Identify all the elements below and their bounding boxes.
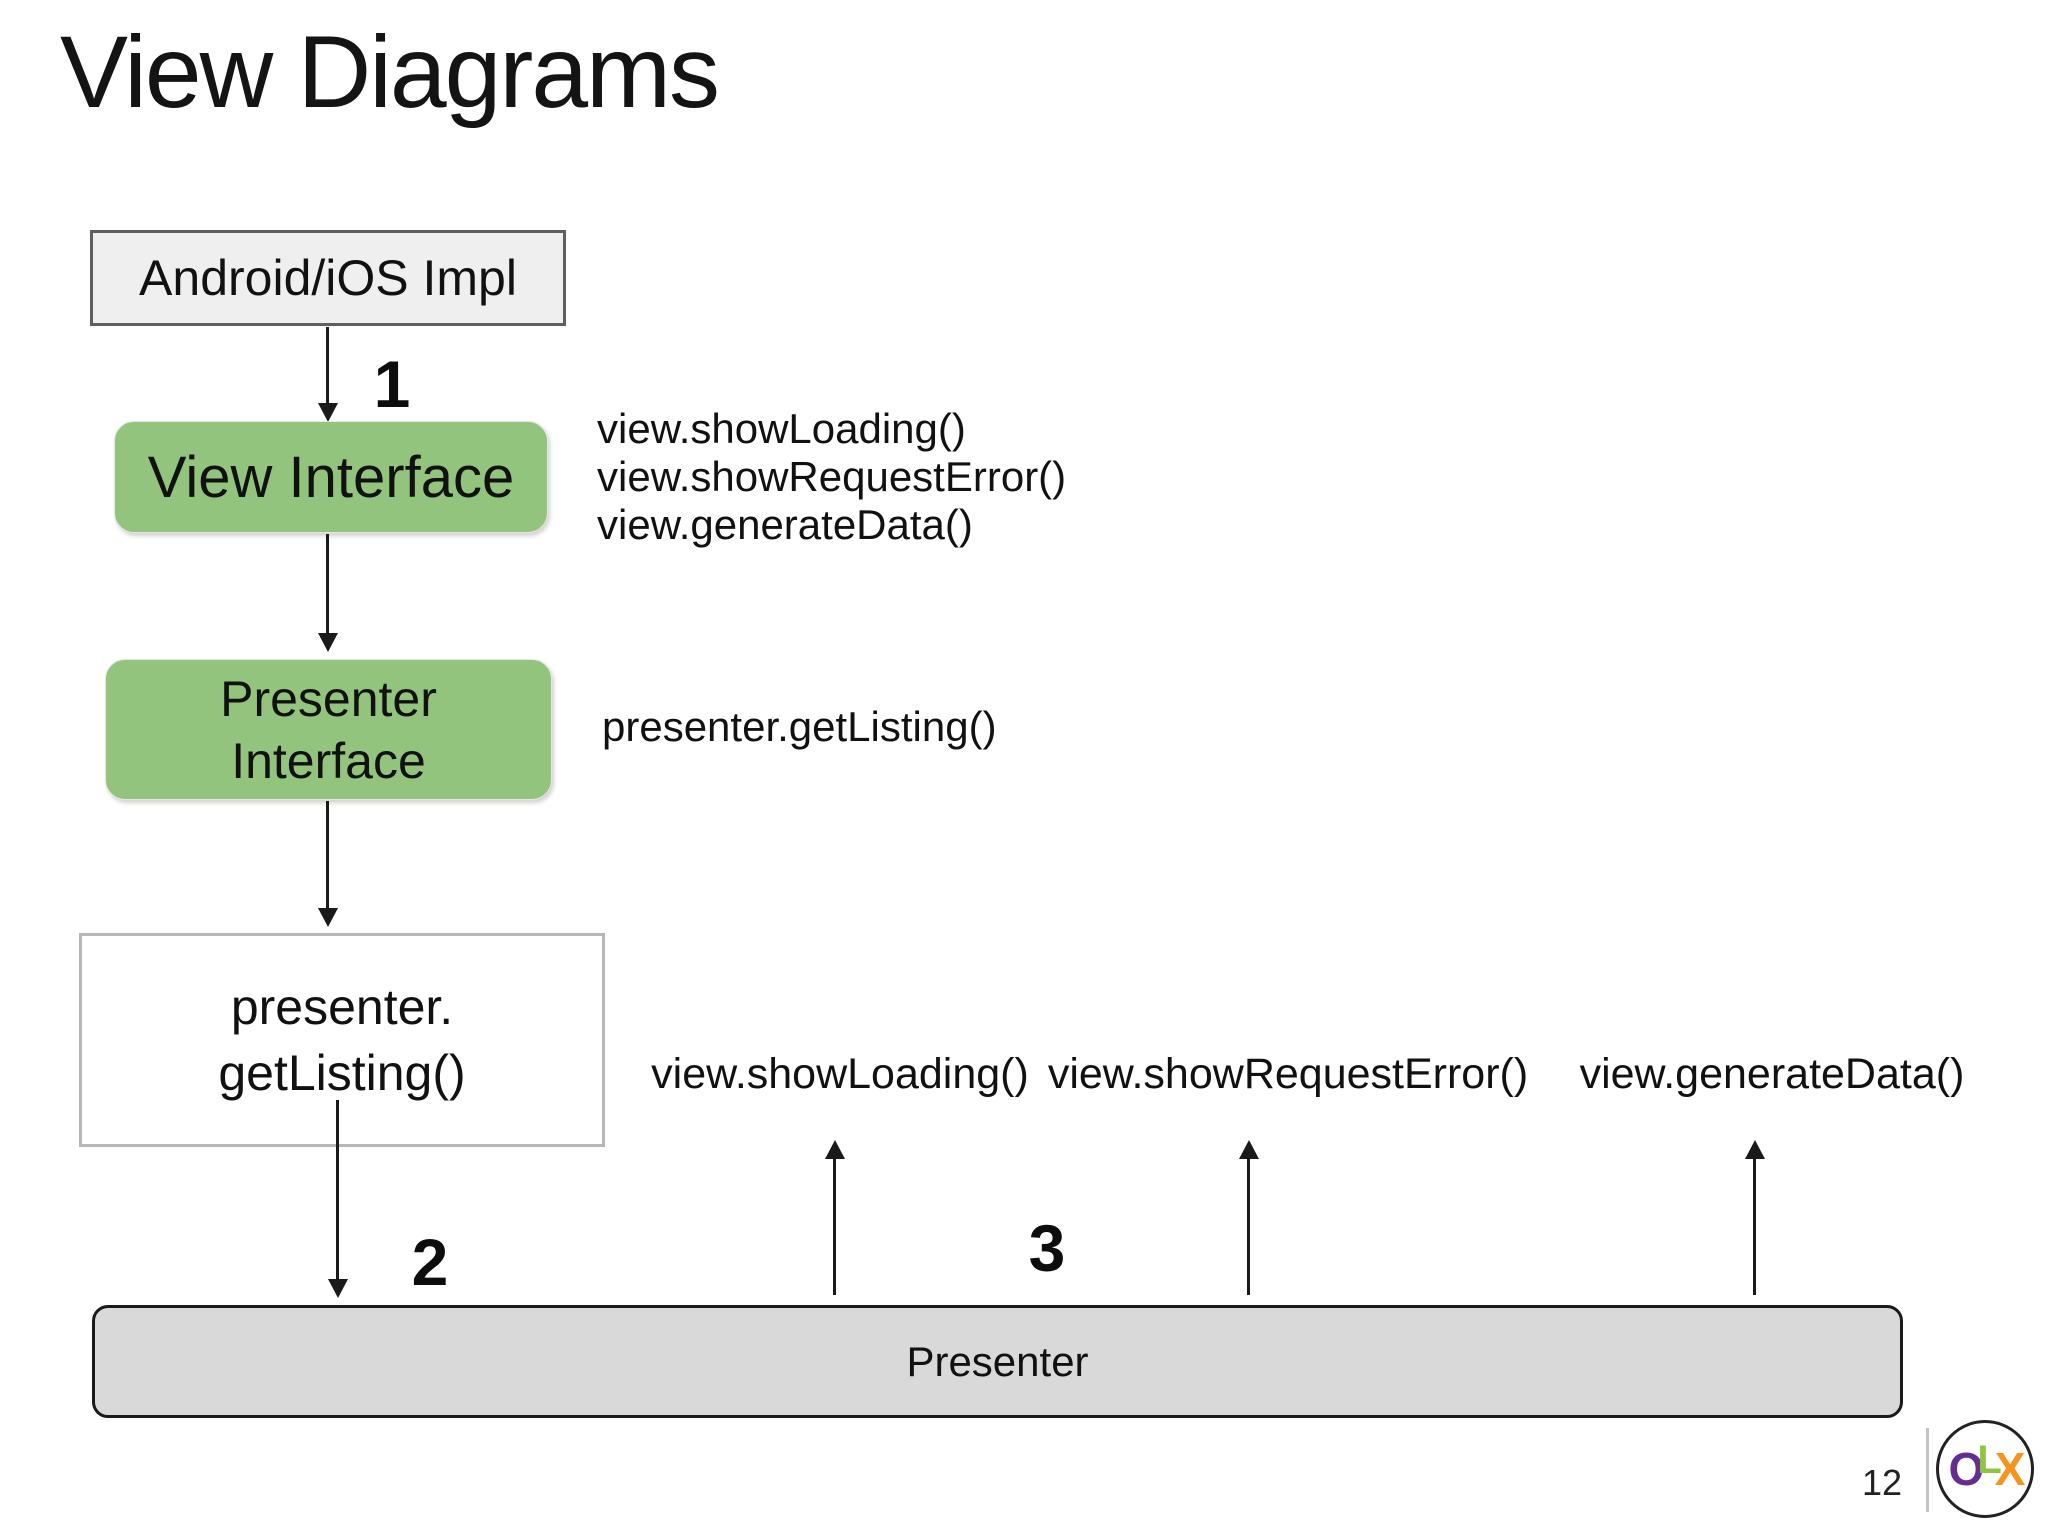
- arrow-presenter-to-getlisting-head: [318, 908, 338, 927]
- page-title: View Diagrams: [60, 15, 720, 129]
- node-presenter-interface: Presenter Interface: [105, 659, 552, 800]
- arrow-bar-to-generate-data-head: [1745, 1140, 1765, 1159]
- footer-divider: [1926, 1428, 1929, 1512]
- view-methods-annotation: view.showLoading() view.showRequestError…: [597, 405, 1066, 549]
- callback-show-request-error-label: view.showRequestError(): [1047, 1050, 1529, 1098]
- step-3-label: 3: [1028, 1211, 1066, 1285]
- node-get-listing-line1: presenter.: [230, 979, 454, 1035]
- arrow-presenter-to-getlisting-line: [326, 801, 329, 909]
- node-android-ios-impl-label: Android/iOS Impl: [139, 250, 517, 306]
- callback-show-loading-label: view.showLoading(): [651, 1050, 1029, 1098]
- callback-generate-data-label: view.generateData(): [1579, 1050, 1965, 1098]
- node-presenter-interface-line2: Interface: [231, 732, 426, 789]
- olx-logo-letter-x: X: [1994, 1443, 2026, 1495]
- arrow-bar-to-generate-data-line: [1753, 1157, 1756, 1295]
- view-method-show-loading: view.showLoading(): [597, 405, 966, 452]
- node-android-ios-impl: Android/iOS Impl: [90, 230, 566, 326]
- page-number: 12: [1862, 1462, 1903, 1503]
- node-presenter-bar: Presenter: [92, 1305, 1903, 1418]
- arrow-getlisting-to-bar-head: [328, 1279, 348, 1298]
- arrow-android-to-view-head: [318, 403, 338, 422]
- view-method-show-request-error: view.showRequestError(): [597, 453, 1067, 500]
- olx-logo: O L X: [1936, 1420, 2034, 1518]
- node-get-listing-line2: getListing(): [218, 1045, 466, 1101]
- view-method-generate-data: view.generateData(): [597, 501, 973, 548]
- node-presenter-bar-label: Presenter: [906, 1337, 1089, 1385]
- arrow-bar-to-show-loading-head: [825, 1140, 845, 1159]
- presenter-method-annotation: presenter.getListing(): [602, 703, 997, 750]
- node-get-listing: presenter. getListing(): [79, 933, 605, 1147]
- step-2-label: 2: [411, 1225, 449, 1299]
- node-presenter-interface-line1: Presenter: [220, 670, 437, 727]
- node-view-interface: View Interface: [114, 421, 548, 533]
- step-1-label: 1: [373, 347, 411, 421]
- node-view-interface-label: View Interface: [147, 444, 515, 510]
- arrow-android-to-view-line: [326, 327, 329, 407]
- arrow-getlisting-to-bar-line: [336, 1100, 339, 1280]
- olx-logo-letter-l: L: [1977, 1437, 2002, 1482]
- arrow-bar-to-show-request-error-head: [1239, 1140, 1259, 1159]
- arrow-bar-to-show-loading-line: [833, 1157, 836, 1295]
- arrow-view-to-presenter-head: [318, 633, 338, 652]
- olx-logo-letter-o: O: [1948, 1443, 1985, 1495]
- arrow-bar-to-show-request-error-line: [1247, 1157, 1250, 1295]
- arrow-view-to-presenter-line: [326, 534, 329, 634]
